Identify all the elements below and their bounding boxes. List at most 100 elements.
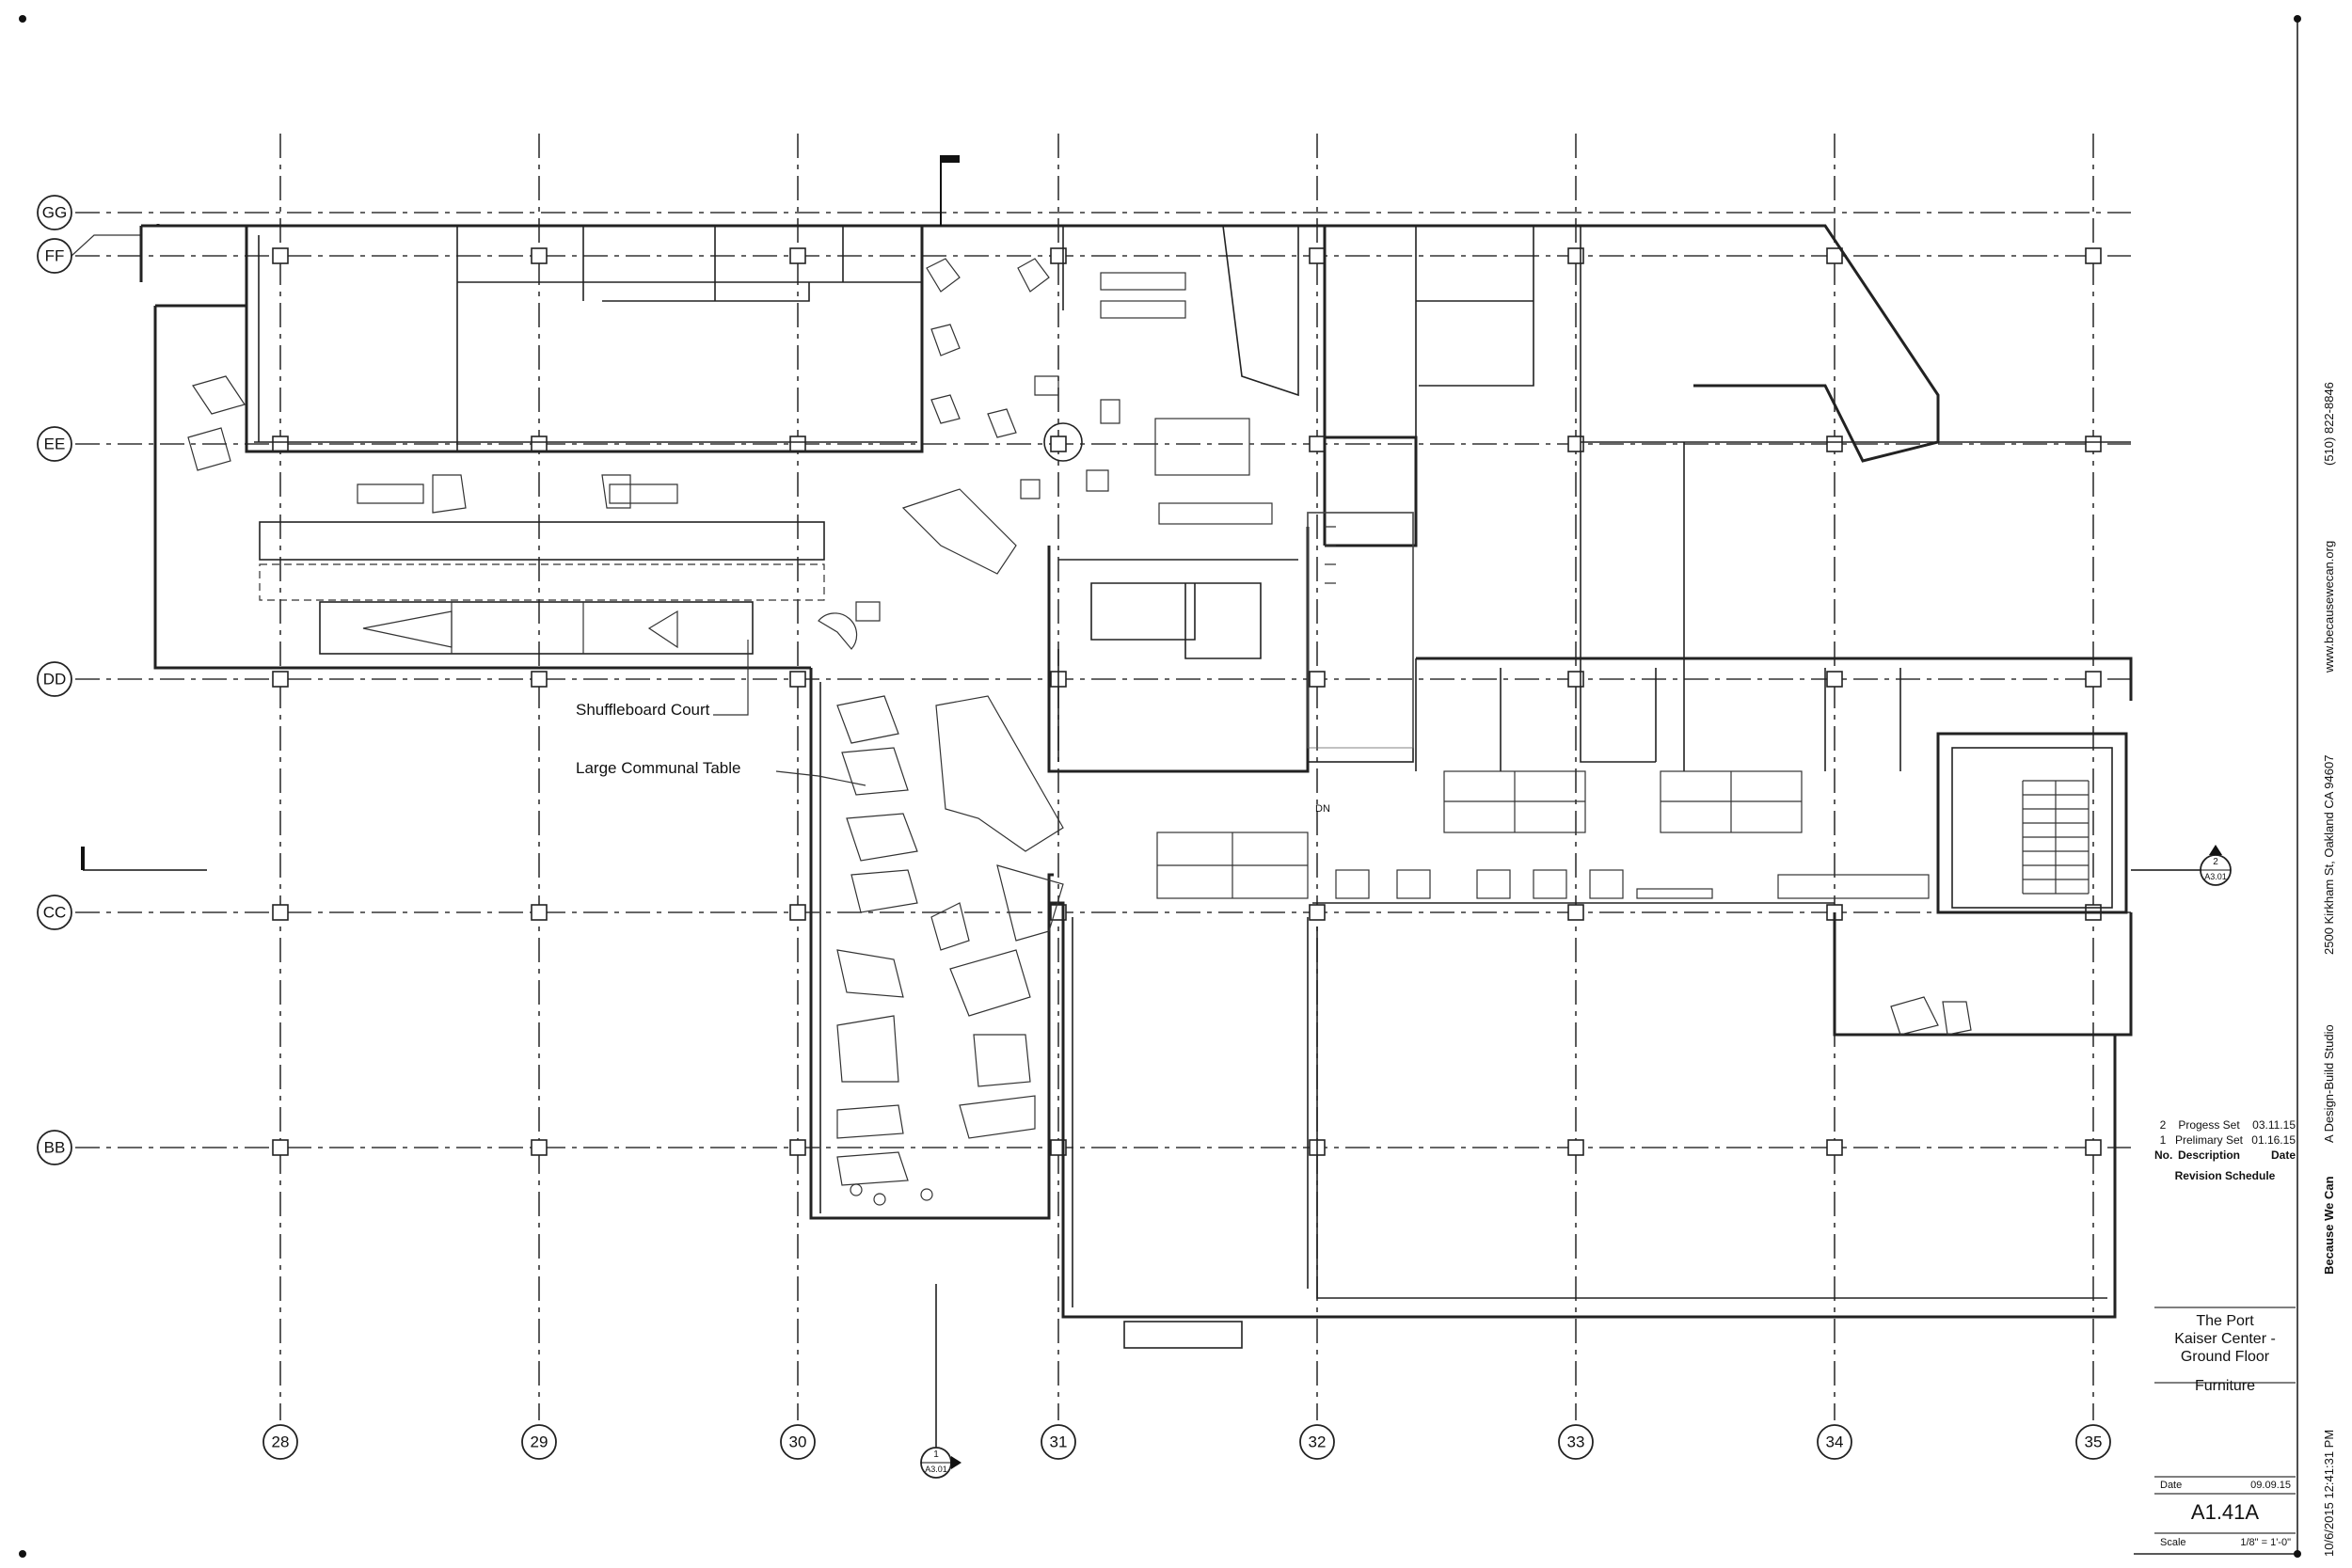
annotation-dn: DN [1315,803,1330,815]
firm-tagline: A Design-Build Studio [2321,1024,2336,1143]
revision-header-description: Description [2177,1148,2240,1162]
grid-bubble-BB: BB [37,1130,72,1165]
structural-column [789,436,806,452]
building-walls [139,224,2133,1349]
grid-bubble-label: 29 [531,1433,548,1451]
firm-address: 2500 Kirkham St, Oakland CA 94607 [2321,754,2336,955]
structural-column [789,1139,806,1156]
workstations [1156,770,1930,899]
structural-column [1309,247,1326,264]
grid-bubble-label: CC [43,904,67,922]
grid-bubble-label: BB [44,1139,66,1157]
north-flag [940,155,960,226]
title-sheet-title: Furniture [2194,1378,2256,1394]
revision-no: 2 [2159,1118,2167,1132]
structural-column [531,436,548,452]
firm-website: www.becausewecan.org [2321,540,2336,673]
revision-header-no: No. [2154,1148,2173,1162]
grid-bubble-GG: GG [37,195,72,230]
grid-bubble-label: DD [43,671,67,689]
structural-column [1567,247,1584,264]
grid-bubble-label: GG [42,204,67,222]
grid-bubble-label: 30 [789,1433,807,1451]
grid-bubble-DD: DD [37,661,72,697]
stair-treads [2022,780,2090,895]
title-scale-value: 1/8" = 1'-0" [2240,1537,2291,1548]
cafe-tables [926,258,1186,499]
grid-bubble-label: 28 [272,1433,290,1451]
section-bottom-number: 1 [933,1449,939,1460]
structural-column [272,436,289,452]
revision-description: Prelimary Set [2174,1133,2244,1147]
grid-bubbles: GG FF EE DD CC BB 28 29 30 31 32 33 34 35 [37,195,2111,1460]
structural-column [1826,436,1843,452]
revision-schedule: 2 Progess Set 03.11.15 1 Prelimary Set 0… [2154,1117,2296,1183]
structural-column [2085,1139,2102,1156]
revision-header-row: No. Description Date [2154,1148,2296,1163]
structural-column [1826,671,1843,688]
title-sheet-number: A1.41A [2190,1500,2260,1524]
grid-bubble-label: 33 [1567,1433,1585,1451]
grid-bubble-label: 35 [2085,1433,2103,1451]
structural-column [789,904,806,921]
grid-bubble-EE: EE [37,426,72,462]
revision-date: 01.16.15 [2251,1133,2296,1147]
firm-strip: 10/6/2015 12:41:31 PM Because We Can A D… [2319,14,2338,1557]
revision-row: 1 Prelimary Set 01.16.15 [2154,1132,2296,1148]
structural-column [1567,904,1584,921]
title-building-line2: Ground Floor [2180,1349,2270,1365]
annotation-leaders [713,640,866,786]
title-date-value: 09.09.15 [2250,1480,2291,1491]
firm-phone: (510) 822-8846 [2321,382,2336,466]
structural-column [531,904,548,921]
grid-bubble-label: 34 [1826,1433,1844,1451]
grid-bubble-31: 31 [1041,1424,1076,1460]
title-scale-label: Scale [2160,1537,2186,1548]
structural-column [2085,436,2102,452]
structural-column [272,904,289,921]
revision-row: 2 Progess Set 03.11.15 [2154,1117,2296,1132]
structural-column [789,247,806,264]
section-right-sheet: A3.01 [2204,872,2227,881]
annotation-large-communal-table: Large Communal Table [576,759,741,777]
annotation-shuffleboard-court: Shuffleboard Court [576,701,710,719]
revision-schedule-title: Revision Schedule [2174,1169,2276,1182]
structural-column [1309,671,1326,688]
title-project: The Port [2196,1313,2254,1329]
structural-column [2085,671,2102,688]
revision-description: Progess Set [2178,1118,2240,1132]
structural-column [1309,904,1326,921]
grid-bubble-33: 33 [1558,1424,1594,1460]
large-communal-table-shape [836,695,1064,913]
lounge-pods [836,864,1064,1206]
grid-bubble-30: 30 [780,1424,816,1460]
grid-bubble-label: 31 [1050,1433,1068,1451]
structural-column [2085,247,2102,264]
structural-column [1567,671,1584,688]
structural-column [531,671,548,688]
grid-bubble-FF: FF [37,238,72,274]
grid-bubble-29: 29 [521,1424,557,1460]
furniture [187,258,1972,1206]
revision-header-date: Date [2270,1148,2296,1162]
grid-bubble-label: 32 [1309,1433,1327,1451]
structural-column [1567,1139,1584,1156]
grid-bubble-28: 28 [262,1424,298,1460]
title-building-line1: Kaiser Center - [2174,1331,2276,1347]
structural-column [1050,247,1067,264]
grid-bubble-32: 32 [1299,1424,1335,1460]
structural-column [1826,1139,1843,1156]
structural-column [272,671,289,688]
grid-bubble-label: EE [44,436,66,453]
grid-bubble-CC: CC [37,895,72,930]
structural-column [1050,436,1067,452]
firm-name: Because We Can [2321,1176,2336,1275]
grid-bubble-34: 34 [1817,1424,1852,1460]
revision-date: 03.11.15 [2252,1118,2296,1132]
structural-column [1826,247,1843,264]
firm-plot-stamp: 10/6/2015 12:41:31 PM [2321,1429,2336,1557]
title-date-label: Date [2160,1480,2183,1491]
section-cut-mark [81,847,207,871]
structural-column [272,247,289,264]
